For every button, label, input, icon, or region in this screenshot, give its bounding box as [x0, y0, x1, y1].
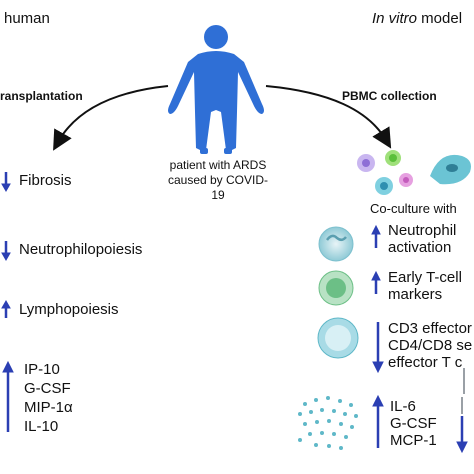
- right-item-line: CD4/CD8 se: [388, 337, 473, 354]
- cytokine-item: G-CSF: [24, 380, 71, 397]
- right-item-line: Early T-cell: [388, 269, 462, 286]
- right-item-line: IL-6: [390, 398, 416, 415]
- right-item-line: MCP-1: [390, 432, 437, 449]
- left-item-fibrosis: Fibrosis: [19, 172, 72, 189]
- in-vitro-label: In vitro: [372, 10, 418, 27]
- right-item-effector: CD3 effector CD4/CD8 se effector T c: [388, 320, 472, 371]
- left-indicator-arrows: [1, 172, 14, 432]
- patient-label: patient with ARDS caused by COVID-19: [167, 158, 269, 202]
- neutrophil-cell-icon: [318, 226, 354, 262]
- right-item-line: Neutrophil: [388, 222, 457, 239]
- right-header: In vitro model: [372, 10, 462, 27]
- right-curved-arrow: [265, 85, 392, 149]
- model-label: model: [417, 10, 463, 27]
- right-indicator-arrows: [371, 224, 468, 454]
- human-figure-icon: [168, 25, 264, 154]
- right-item-line: effector T c: [388, 354, 463, 371]
- pbmc-collection-label: PBMC collection: [342, 89, 437, 103]
- right-item-early-t-cell: Early T-cell markers: [388, 269, 462, 303]
- early-t-cell-icon: [318, 270, 354, 306]
- cytokine-item: IL-10: [24, 418, 59, 435]
- left-item-neutrophilopoiesis: Neutrophilopoiesis: [19, 241, 143, 258]
- right-item-line: CD3 effector: [388, 320, 472, 337]
- right-cytokine-list: IL-6 G-CSF MCP-1: [390, 398, 437, 449]
- coculture-label: Co-culture with: [370, 201, 457, 216]
- transplantation-label: ransplantation: [0, 89, 83, 103]
- effector-t-cell-icon: [317, 317, 359, 359]
- left-item-lymphopoiesis: Lymphopoiesis: [19, 301, 119, 318]
- cytokine-dots-icon: [298, 396, 358, 450]
- right-item-line: G-CSF: [390, 415, 437, 432]
- left-header: human: [4, 10, 50, 27]
- cell-cluster-icon: [357, 150, 471, 195]
- left-cytokine-list: IP-10 G-CSF MIP-1α IL-10: [24, 360, 73, 436]
- right-item-line: activation: [388, 239, 452, 256]
- cytokine-item: IP-10: [24, 361, 60, 378]
- right-item-line: markers: [388, 286, 443, 303]
- cytokine-item: MIP-1α: [24, 399, 73, 416]
- right-item-neutrophil-activation: Neutrophil activation: [388, 222, 456, 256]
- left-curved-arrow: [53, 85, 169, 151]
